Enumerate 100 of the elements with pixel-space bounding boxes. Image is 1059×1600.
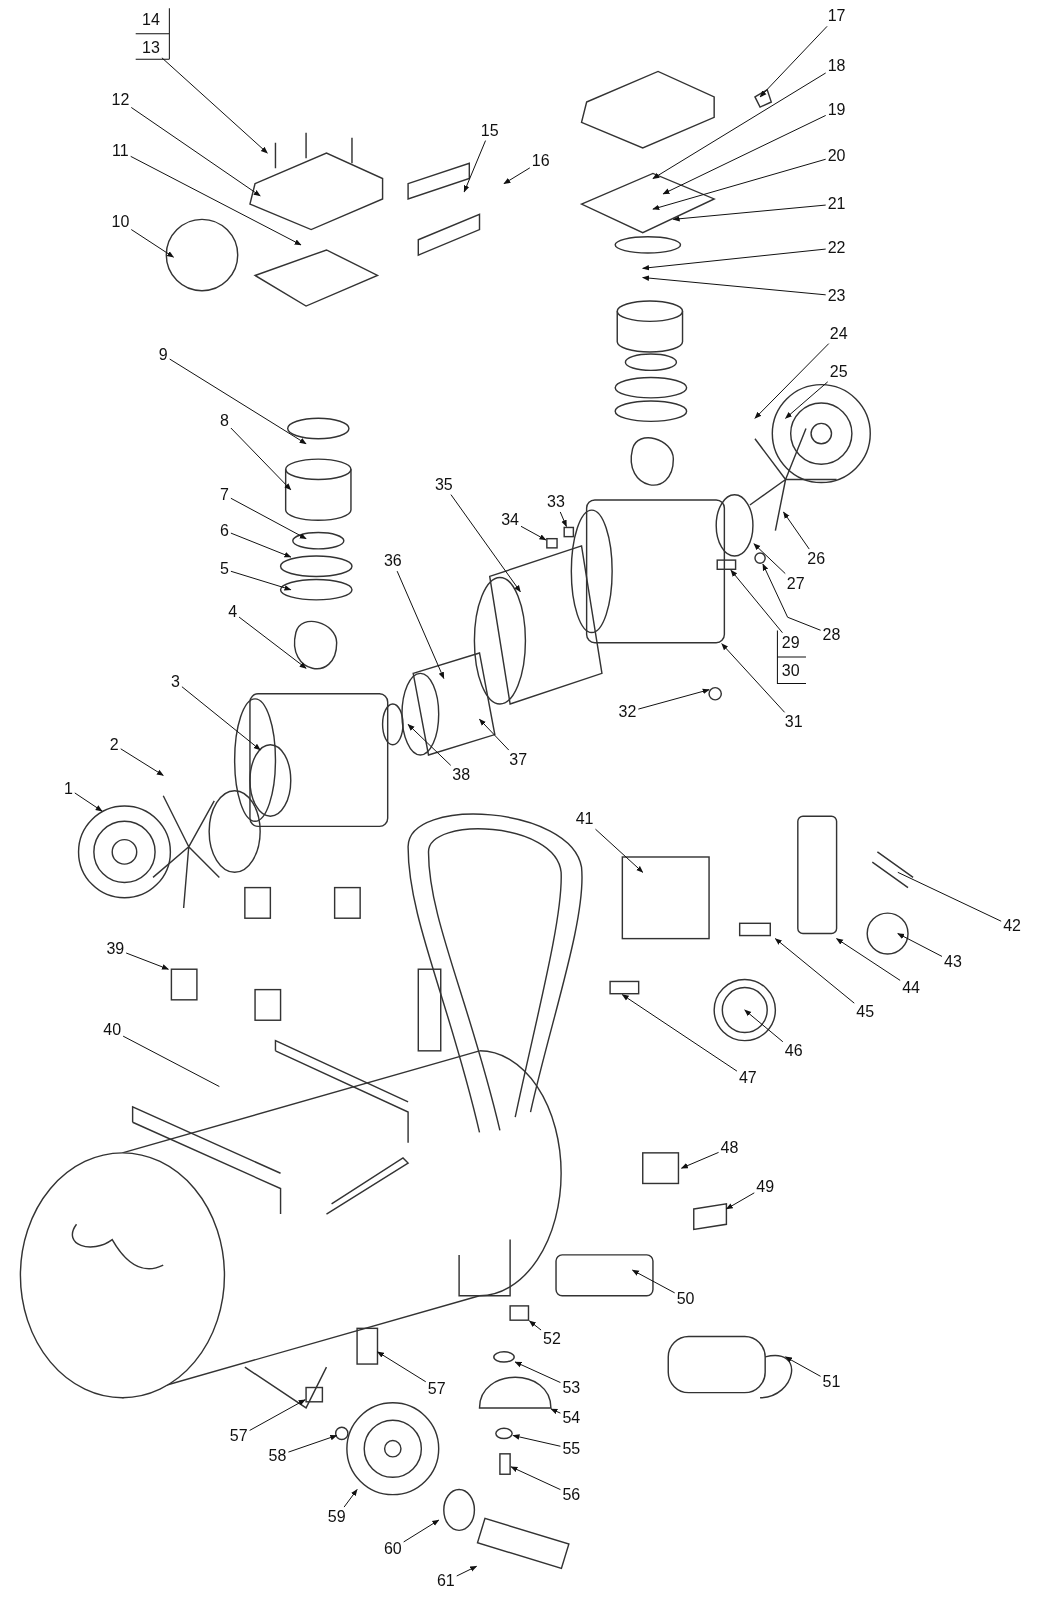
callout-number: 57	[427, 1380, 446, 1397]
leader-line	[784, 1356, 822, 1377]
leader-line	[520, 525, 547, 541]
callout-number: 52	[543, 1330, 561, 1347]
callout-number: 38	[452, 767, 471, 784]
callout-number: 39	[106, 940, 125, 957]
leader-line	[680, 1151, 720, 1169]
callout-number: 4	[228, 604, 238, 621]
leader-line	[230, 570, 292, 591]
callout-number: 17	[827, 8, 846, 25]
washer	[495, 1427, 513, 1440]
leader-line	[762, 563, 822, 631]
callout-number: 23	[827, 287, 846, 304]
leader-line	[403, 1519, 440, 1543]
callout-number: 24	[829, 325, 848, 342]
screw	[546, 537, 558, 549]
bolt	[499, 1453, 511, 1475]
callout-number: 47	[738, 1070, 757, 1087]
axle	[476, 1517, 570, 1570]
callout-number: 58	[268, 1447, 287, 1464]
callout-number: 43	[944, 954, 962, 971]
callout-number: 14	[142, 12, 160, 29]
callout-number: 18	[827, 58, 846, 75]
crankcase	[585, 499, 726, 644]
leader-line	[238, 616, 307, 669]
hex-nut	[754, 552, 766, 564]
callout-number: 16	[531, 153, 550, 170]
callout-number: 1	[63, 780, 73, 797]
leader-line	[230, 497, 307, 540]
leader-line	[181, 686, 261, 751]
callout-number: 61	[436, 1573, 455, 1590]
leader-line	[528, 1320, 542, 1331]
leader-line	[407, 723, 452, 766]
leader-line	[662, 114, 827, 195]
leader-line	[130, 229, 174, 258]
leader-line	[637, 688, 710, 710]
callout-number: 10	[111, 214, 130, 231]
leader-line	[595, 828, 644, 873]
leader-line	[897, 933, 943, 957]
callout-number: 21	[827, 196, 846, 213]
callout-number: 53	[562, 1379, 581, 1396]
leader-line	[550, 1408, 561, 1415]
leader-line	[249, 1399, 306, 1431]
callout-number: 44	[902, 979, 920, 996]
leader-line	[396, 570, 445, 680]
leader-line	[130, 106, 261, 197]
callout-number: 60	[383, 1540, 402, 1557]
leader-line	[343, 1489, 358, 1508]
leader-line	[456, 1565, 478, 1577]
leader-line	[753, 543, 786, 575]
callout-number: 6	[220, 522, 229, 539]
leader-line	[512, 1434, 561, 1447]
leader-line	[120, 748, 164, 776]
leader-line	[783, 511, 810, 550]
callout-number: 29	[781, 634, 800, 651]
callout-number: 20	[827, 148, 846, 165]
leader-line	[510, 1466, 561, 1491]
leader-line	[161, 57, 268, 154]
callout-number: 55	[562, 1440, 581, 1457]
leader-line	[450, 494, 521, 593]
callout-number: 50	[676, 1290, 695, 1307]
leader-line	[514, 1361, 561, 1384]
leader-line	[774, 938, 855, 1004]
callout-number: 40	[103, 1022, 122, 1039]
callout-number: 7	[220, 486, 229, 503]
leader-line	[230, 532, 292, 558]
leader-line	[122, 1035, 220, 1088]
leader-line	[897, 871, 1002, 922]
leader-line	[230, 427, 292, 491]
callout-number: 27	[786, 575, 805, 592]
rubber-foot	[478, 1376, 552, 1409]
leader-line	[754, 343, 830, 419]
callout-number: 28	[822, 626, 841, 643]
callout-number: 35	[434, 476, 453, 493]
leader-line	[463, 140, 487, 193]
callout-number: 9	[158, 347, 168, 364]
callout-number: 31	[784, 714, 803, 731]
leader-line	[759, 25, 828, 98]
leader-line	[169, 358, 307, 445]
leader-line	[125, 952, 169, 970]
callout-number: 25	[829, 364, 848, 381]
bolt	[716, 559, 737, 570]
washer	[493, 1351, 515, 1363]
leader-line	[721, 643, 786, 713]
leader-line	[376, 1351, 427, 1383]
callout-number: 36	[383, 553, 402, 570]
callout-number: 32	[618, 704, 637, 721]
callout-number: 49	[756, 1178, 775, 1195]
leader-line	[621, 994, 738, 1072]
screw	[563, 526, 575, 538]
callout-number: 15	[480, 122, 499, 139]
callout-number: 13	[142, 39, 160, 56]
callout-number: 42	[1003, 918, 1021, 935]
leader-line	[785, 381, 829, 419]
callout-number: 41	[575, 811, 594, 828]
leader-line	[652, 72, 827, 180]
callout-number: 3	[171, 673, 180, 690]
leader-line	[503, 167, 531, 185]
callout-number: 59	[327, 1509, 346, 1526]
leader-line	[559, 511, 567, 528]
